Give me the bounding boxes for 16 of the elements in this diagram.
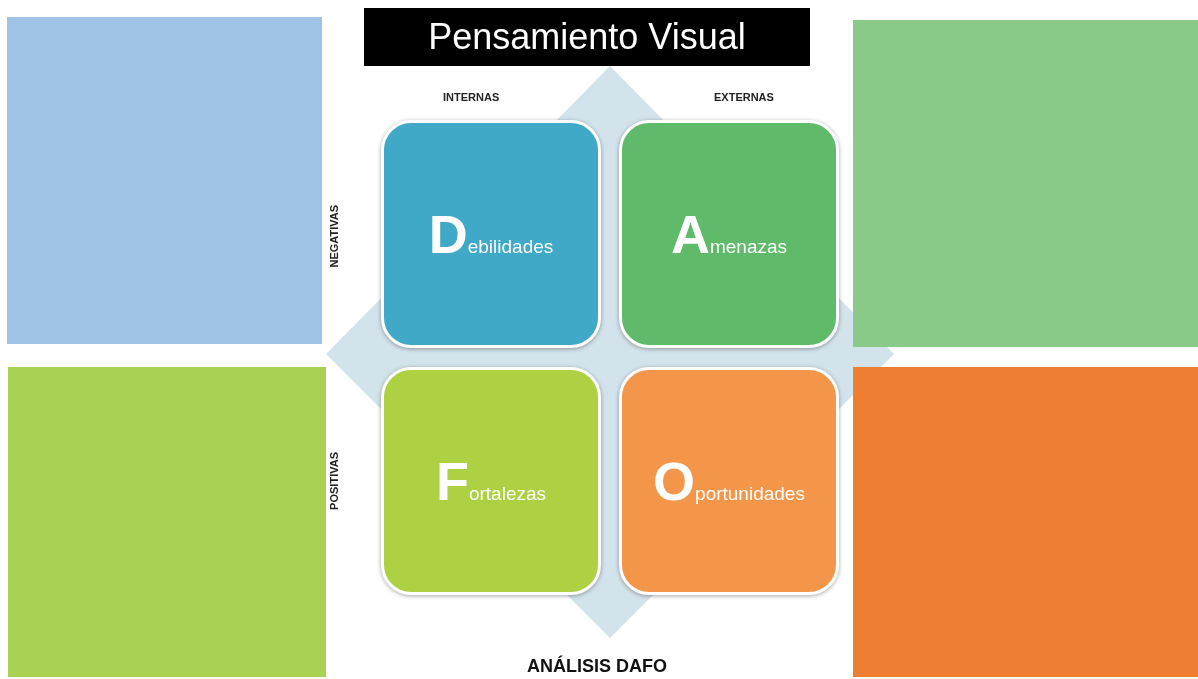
axis-label: INTERNAS <box>443 91 500 103</box>
caption: ANÁLISIS DAFO <box>526 656 668 677</box>
quadrant-tile <box>619 367 839 595</box>
axis-label: EXTERNAS <box>714 91 774 103</box>
quadrant-tile <box>619 120 839 348</box>
quadrant-title: Amenazas <box>670 203 788 265</box>
quadrant-tile <box>381 367 601 595</box>
quadrant-title: Oportunidades <box>653 450 805 512</box>
color-block <box>853 20 1198 347</box>
color-block <box>853 367 1198 677</box>
quadrant-tile <box>381 120 601 348</box>
quadrant-title: Fortalezas <box>435 450 547 512</box>
title-banner: Pensamiento Visual <box>364 8 810 66</box>
quadrant-title: Debilidades <box>428 203 554 265</box>
color-block <box>7 17 322 344</box>
color-block <box>8 367 326 677</box>
